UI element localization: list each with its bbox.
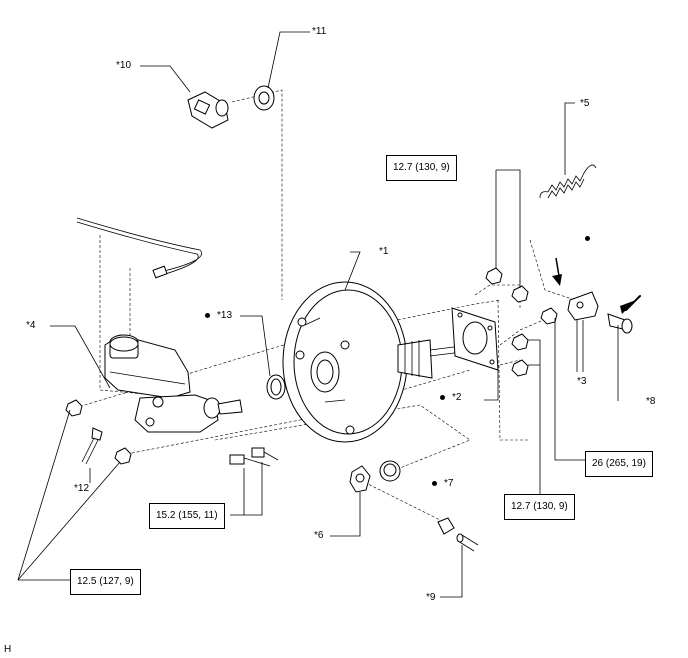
callout-12: *12 (74, 483, 90, 494)
callout-8: *8 (646, 396, 656, 407)
clevis (567, 291, 599, 372)
master-cylinder (104, 334, 243, 433)
return-spring (539, 164, 597, 199)
torque-box-brake-lines: 15.2 (155, 11) (149, 503, 225, 529)
check-valve (349, 465, 371, 493)
brake-line-fittings (229, 447, 279, 467)
callout-9: *9 (426, 592, 436, 603)
torque-box-nut-lower: 12.7 (130, 9) (504, 494, 575, 520)
torque-box-master-cylinder: 12.5 (127, 9) (70, 569, 141, 595)
brake-booster (282, 281, 471, 443)
new-part-marker (432, 481, 437, 486)
reservoir-hose (81, 427, 103, 465)
callout-1: *1 (379, 246, 389, 257)
new-part-marker (440, 395, 445, 400)
brake-tube (76, 217, 202, 279)
new-part-marker (585, 236, 590, 241)
callout-2: *2 (452, 392, 462, 403)
grommet (253, 85, 275, 111)
new-part-marker (205, 313, 210, 318)
booster-nuts (485, 267, 558, 377)
leader-lines (17, 31, 619, 598)
callout-4: *4 (26, 320, 36, 331)
vacuum-sensor (187, 91, 229, 129)
callout-13: *13 (217, 310, 233, 321)
figure-code: H (4, 644, 12, 655)
callout-6: *6 (314, 530, 324, 541)
callout-3: *3 (577, 376, 587, 387)
callout-11: *11 (312, 26, 327, 37)
vacuum-hose (437, 517, 479, 552)
clevis-arrow (552, 257, 562, 286)
callout-5: *5 (580, 98, 590, 109)
callout-10: *10 (116, 60, 132, 71)
callout-7: *7 (444, 478, 454, 489)
clevis-pin (607, 295, 641, 334)
booster-grommet (379, 460, 401, 482)
master-cylinder-nuts (65, 399, 132, 465)
gasket (451, 307, 499, 371)
torque-box-nut-upper: 12.7 (130, 9) (386, 155, 457, 181)
o-ring (266, 374, 286, 400)
torque-box-clevis-pin: 26 (265, 19) (585, 451, 653, 477)
